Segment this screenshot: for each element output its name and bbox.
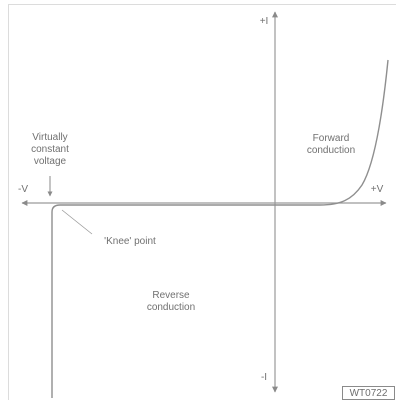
axis-label-pos-i: +I (259, 16, 269, 27)
knee-point-label: 'Knee' point (104, 236, 156, 247)
figure-id-badge: WT0722 (342, 386, 395, 400)
constant-voltage-label: Virtually constant voltage (31, 132, 69, 167)
frame-left (8, 4, 9, 400)
frame-top (8, 4, 396, 5)
axis-label-pos-v: +V (370, 184, 384, 195)
diode-curve (51, 59, 389, 398)
forward-conduction-label: Forward conduction (306, 133, 356, 156)
axis-label-neg-v: -V (18, 184, 28, 195)
knee-pointer (61, 209, 93, 235)
axis-label-neg-i: -I (260, 372, 268, 383)
reverse-conduction-label: Reverse conduction (146, 290, 196, 313)
